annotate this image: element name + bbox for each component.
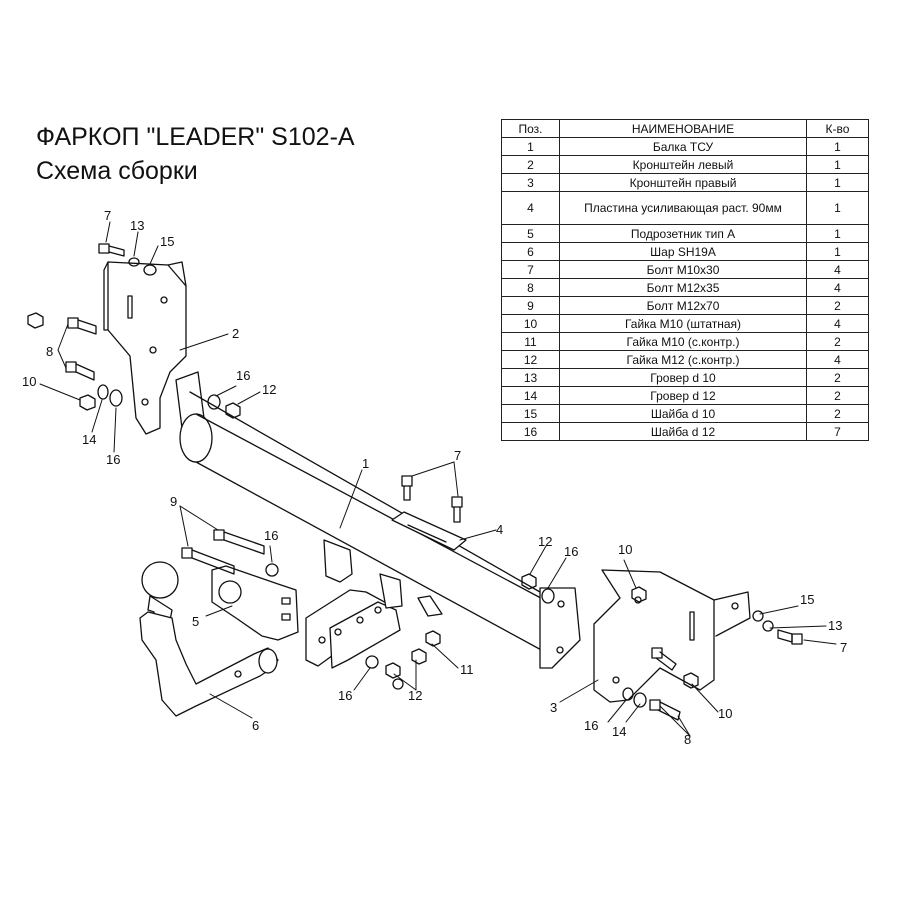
parts-table-header: Поз. НАИМЕНОВАНИЕ К-во — [501, 119, 869, 138]
tow-ball — [139, 561, 279, 717]
washer-16-center — [365, 655, 379, 669]
callout-12: 12 — [538, 534, 552, 549]
callout-10: 10 — [22, 374, 36, 389]
reinforcing-plate — [391, 475, 467, 551]
cell-pos: 11 — [501, 332, 560, 351]
callout-15: 15 — [800, 592, 814, 607]
left-bracket — [103, 261, 187, 435]
bolt-7-right — [777, 629, 803, 645]
nut-12-center-a — [385, 662, 401, 679]
callout-12: 12 — [408, 688, 422, 703]
main-beam — [175, 371, 581, 669]
nut-11 — [425, 630, 441, 647]
nut-10-lower-left — [79, 394, 96, 411]
washer-13-right — [762, 620, 774, 632]
center-mount-brackets — [305, 539, 443, 669]
callout-labels: 7 13 15 2 8 10 16 12 14 16 1 7 4 9 16 5 … — [22, 208, 847, 747]
washer-14-right — [622, 687, 634, 701]
callout-8: 8 — [46, 344, 53, 359]
callout-10: 10 — [718, 706, 732, 721]
leader-lines — [39, 221, 837, 737]
callout-2: 2 — [232, 326, 239, 341]
callout-12: 12 — [262, 382, 276, 397]
diagram-title: ФАРКОП "LEADER" S102-A — [36, 123, 355, 151]
washer-16-upper — [207, 394, 221, 410]
cell-name: Гайка М12 (с.контр.) — [559, 350, 807, 369]
cell-qty: 7 — [806, 422, 869, 441]
bolt-8-left — [65, 317, 97, 381]
diagram-subtitle: Схема сборки — [36, 157, 198, 185]
washer-16-left — [109, 389, 123, 407]
nut-12-upper — [225, 402, 241, 419]
cell-pos: 4 — [501, 191, 560, 225]
callout-8: 8 — [684, 732, 691, 747]
washer-13-left — [128, 257, 140, 267]
cell-name: Подрозетник тип А — [559, 224, 807, 243]
bolt-7-left — [98, 243, 125, 257]
cell-name: Гайка М10 (с.контр.) — [559, 332, 807, 351]
callout-16: 16 — [236, 368, 250, 383]
callout-16: 16 — [564, 544, 578, 559]
callout-5: 5 — [192, 614, 199, 629]
washer-15-left — [143, 264, 157, 276]
nut-10-left — [27, 312, 44, 329]
callout-9: 9 — [170, 494, 177, 509]
callout-7: 7 — [454, 448, 461, 463]
nut-12-right — [521, 573, 537, 590]
cell-name: Кронштейн левый — [559, 155, 807, 174]
washer-14-left — [97, 384, 109, 400]
callout-16: 16 — [264, 528, 278, 543]
washer-16-right — [541, 588, 555, 604]
washer-16-socket — [265, 563, 279, 577]
callout-10: 10 — [618, 542, 632, 557]
callout-14: 14 — [612, 724, 626, 739]
nut-12-center-b — [411, 648, 427, 665]
callout-6: 6 — [252, 718, 259, 733]
callout-3: 3 — [550, 700, 557, 715]
right-bracket — [593, 569, 751, 703]
callout-7: 7 — [840, 640, 847, 655]
washer-16-center-b — [392, 678, 404, 690]
callout-7: 7 — [104, 208, 111, 223]
nut-10-right-bottom — [683, 672, 699, 689]
callout-1: 1 — [362, 456, 369, 471]
callout-15: 15 — [160, 234, 174, 249]
callout-14: 14 — [82, 432, 96, 447]
callout-16: 16 — [338, 688, 352, 703]
callout-16: 16 — [584, 718, 598, 733]
callout-13: 13 — [828, 618, 842, 633]
washer-16-right-low — [633, 692, 647, 708]
nut-10-right-top — [631, 586, 647, 603]
callout-13: 13 — [130, 218, 144, 233]
callout-4: 4 — [496, 522, 503, 537]
column-header-pos: Поз. — [501, 119, 560, 138]
callout-11: 11 — [460, 662, 474, 677]
socket-plate — [211, 565, 299, 641]
cell-pos: 16 — [501, 422, 560, 441]
bolt-8-right — [649, 647, 681, 721]
washer-15-right — [752, 610, 764, 622]
cell-name: Шайба d 12 — [559, 422, 807, 441]
bolt-9 — [181, 529, 265, 575]
callout-16: 16 — [106, 452, 120, 467]
